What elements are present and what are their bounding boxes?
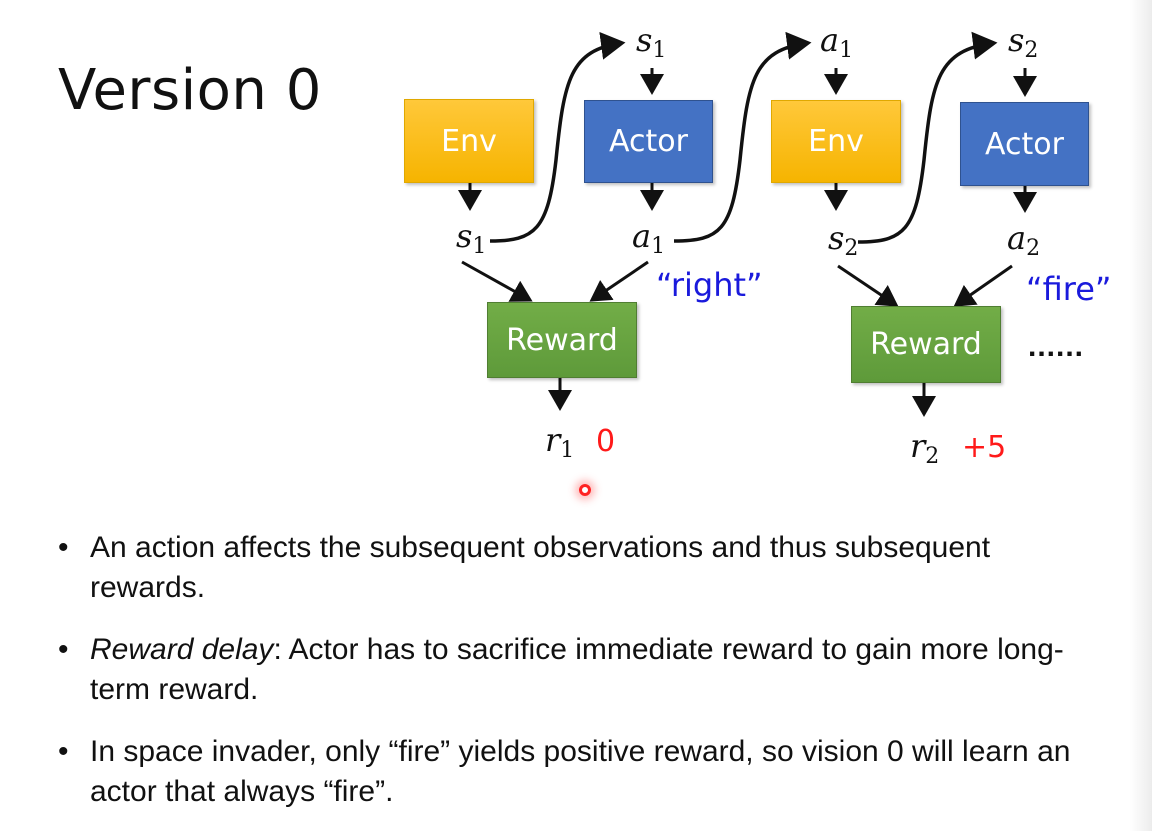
reward-box-1-label: Reward bbox=[506, 322, 618, 358]
var-a1-top: a1 bbox=[820, 21, 854, 63]
env-box-2-label: Env bbox=[808, 124, 864, 159]
var-a2-out: a2 bbox=[1007, 219, 1041, 261]
bullet-text: An action affects the subsequent observa… bbox=[90, 531, 991, 604]
var-s2-top: s2 bbox=[1008, 21, 1039, 63]
arrow-s1-to-reward1 bbox=[461, 260, 533, 302]
actor-box-2: Actor bbox=[960, 102, 1089, 186]
laser-pointer-icon bbox=[579, 484, 591, 496]
bullet-dot-icon: • bbox=[58, 633, 69, 666]
bullet-italic-term: Reward delay bbox=[90, 633, 274, 666]
arrow-a2-to-reward2 bbox=[953, 264, 1013, 307]
actor-box-1-label: Actor bbox=[609, 124, 688, 159]
reward-box-1: Reward bbox=[487, 302, 637, 378]
arrow-a1-to-reward1 bbox=[589, 260, 649, 302]
bullet-item: • In space invader, only “fire” yields p… bbox=[58, 732, 1078, 812]
var-s2-out: s2 bbox=[828, 219, 859, 261]
var-r2: r2 bbox=[910, 427, 940, 469]
bullet-text: In space invader, only “fire” yields pos… bbox=[90, 735, 1071, 808]
bullet-text: : Actor has to sacrifice immediate rewar… bbox=[90, 633, 1064, 706]
reward-value-r2: +5 bbox=[962, 430, 1007, 465]
var-r1: r1 bbox=[545, 421, 575, 463]
reward-value-r1: 0 bbox=[596, 424, 616, 459]
reward-box-2-label: Reward bbox=[870, 327, 982, 362]
var-s1-out: s1 bbox=[456, 217, 487, 259]
bullet-item: • An action affects the subsequent obser… bbox=[58, 528, 1078, 608]
curve-s1-to-s1-top bbox=[489, 31, 626, 243]
continuation-ellipsis: ...... bbox=[1028, 330, 1085, 363]
bullet-item: • Reward delay: Actor has to sacrifice i… bbox=[58, 630, 1078, 710]
scrollbar-edge bbox=[1130, 0, 1152, 831]
env-box-1: Env bbox=[404, 99, 534, 183]
curve-a1-to-a1-top bbox=[673, 31, 812, 243]
action-label-right: “right” bbox=[656, 266, 763, 304]
action-label-fire: “fire” bbox=[1026, 270, 1112, 308]
env-box-1-label: Env bbox=[441, 123, 497, 159]
env-box-2: Env bbox=[771, 100, 901, 183]
actor-box-1: Actor bbox=[584, 100, 713, 183]
slide-title: Version 0 bbox=[58, 58, 322, 123]
var-a1-out: a1 bbox=[632, 217, 666, 259]
bullet-dot-icon: • bbox=[58, 735, 69, 768]
bullet-list: • An action affects the subsequent obser… bbox=[58, 528, 1078, 834]
actor-box-2-label: Actor bbox=[985, 126, 1064, 162]
reward-box-2: Reward bbox=[851, 306, 1001, 383]
arrow-s2-to-reward2 bbox=[837, 264, 899, 307]
bullet-dot-icon: • bbox=[58, 531, 69, 564]
curve-s2-to-s2-top bbox=[857, 31, 998, 244]
var-s1-top: s1 bbox=[636, 21, 667, 63]
